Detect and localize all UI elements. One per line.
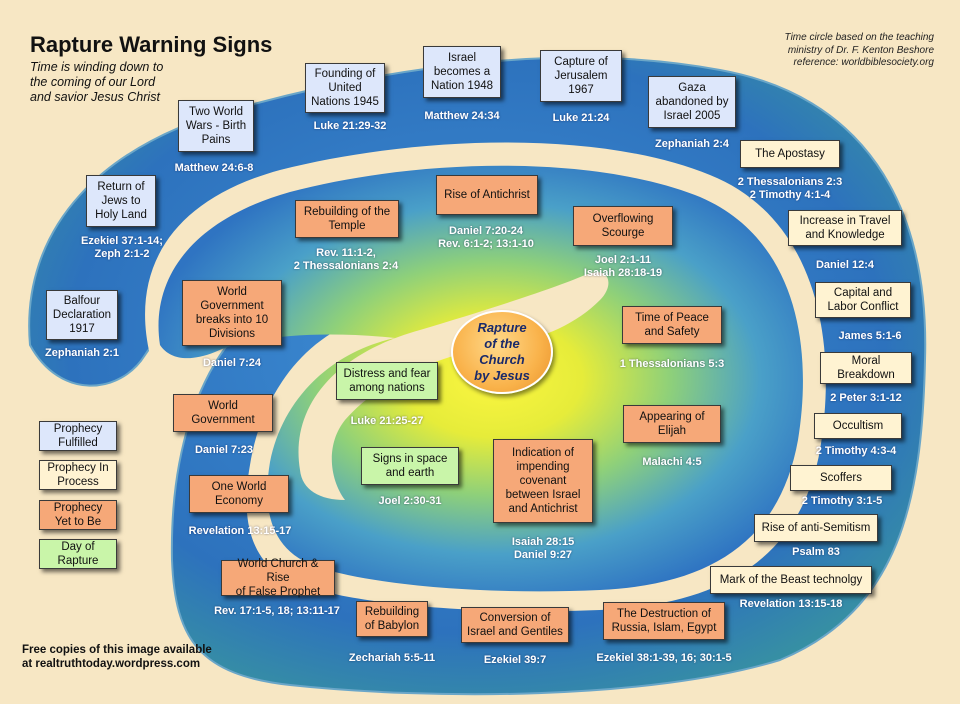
page-subtitle: Time is winding down to the coming of ou… bbox=[30, 60, 164, 104]
rapture-center-label: Rapture of the Church by Jesus bbox=[451, 310, 553, 394]
legend-yet-to-be: Prophecy Yet to Be bbox=[39, 500, 117, 530]
event-box: Two World Wars - Birth Pains bbox=[178, 100, 254, 152]
event-box: The Apostasy bbox=[740, 140, 840, 168]
event-reference: Ezekiel 37:1-14; Zeph 2:1-2 bbox=[81, 235, 163, 260]
event-reference: Matthew 24:6-8 bbox=[174, 162, 254, 174]
legend-day-of-rapture: Day of Rapture bbox=[39, 539, 117, 569]
event-box: World Government bbox=[173, 394, 273, 432]
event-box: Rebuilding of the Temple bbox=[295, 200, 399, 238]
event-box: World Government breaks into 10 Division… bbox=[182, 280, 282, 346]
event-reference: Ezekiel 39:7 bbox=[483, 654, 547, 666]
event-reference: Zephaniah 2:1 bbox=[45, 347, 119, 359]
event-box: Occultism bbox=[814, 413, 902, 439]
legend-fulfilled: Prophecy Fulfilled bbox=[39, 421, 117, 451]
event-box: Scoffers bbox=[790, 465, 892, 491]
event-reference: Luke 21:25-27 bbox=[350, 415, 424, 427]
event-reference: Zephaniah 2:4 bbox=[655, 138, 729, 150]
event-reference: Malachi 4:5 bbox=[642, 456, 702, 468]
event-reference: Rev. 17:1-5, 18; 13:11-17 bbox=[214, 605, 340, 617]
event-reference: Isaiah 28:15 Daniel 9:27 bbox=[511, 536, 575, 561]
event-box: Distress and fear among nations bbox=[336, 362, 438, 400]
event-reference: Luke 21:29-32 bbox=[313, 120, 387, 132]
event-box: The Destruction of Russia, Islam, Egypt bbox=[603, 602, 725, 640]
event-box: Rebuilding of Babylon bbox=[356, 601, 428, 637]
event-reference: Revelation 13:15-18 bbox=[739, 598, 843, 610]
footer-note: Free copies of this image available at r… bbox=[22, 644, 212, 670]
event-box: Return of Jews to Holy Land bbox=[86, 175, 156, 227]
event-reference: 2 Peter 3:1-12 bbox=[830, 392, 902, 404]
event-box: One World Economy bbox=[189, 475, 289, 513]
event-box: Rise of Antichrist bbox=[436, 175, 538, 215]
event-reference: Joel 2:1-11 Isaiah 28:18-19 bbox=[583, 254, 663, 279]
event-reference: Ezekiel 38:1-39, 16; 30:1-5 bbox=[596, 652, 732, 664]
event-reference: Psalm 83 bbox=[792, 546, 840, 558]
event-reference: Daniel 7:23 bbox=[194, 444, 254, 456]
legend-in-process: Prophecy In Process bbox=[39, 460, 117, 490]
event-reference: Daniel 7:24 bbox=[202, 357, 262, 369]
event-box: Overflowing Scourge bbox=[573, 206, 673, 246]
event-box: Gaza abandoned by Israel 2005 bbox=[648, 76, 736, 128]
event-box: Capture of Jerusalem 1967 bbox=[540, 50, 622, 102]
event-box: Indication of impending covenant between… bbox=[493, 439, 593, 523]
event-box: Israel becomes a Nation 1948 bbox=[423, 46, 501, 98]
event-reference: Matthew 24:34 bbox=[424, 110, 500, 122]
event-box: Mark of the Beast technolgy bbox=[710, 566, 872, 594]
event-reference: Luke 21:24 bbox=[552, 112, 610, 124]
event-reference: Daniel 7:20-24 Rev. 6:1-2; 13:1-10 bbox=[438, 225, 534, 250]
event-box: Signs in space and earth bbox=[361, 447, 459, 485]
event-box: Rise of anti-Semitism bbox=[754, 514, 878, 542]
event-box: World Church & Rise of False Prophet bbox=[221, 558, 335, 598]
event-box: Founding of United Nations 1945 bbox=[305, 63, 385, 113]
event-box: Balfour Declaration 1917 bbox=[46, 290, 118, 340]
event-reference: 2 Thessalonians 2:3 2 Timothy 4:1-4 bbox=[737, 176, 843, 201]
event-box: Appearing of Elijah bbox=[623, 405, 721, 443]
event-box: Increase in Travel and Knowledge bbox=[788, 210, 902, 246]
event-box: Time of Peace and Safety bbox=[622, 306, 722, 344]
page-title: Rapture Warning Signs bbox=[30, 32, 273, 57]
event-reference: James 5:1-6 bbox=[838, 330, 902, 342]
event-box: Moral Breakdown bbox=[820, 352, 912, 384]
event-reference: Zechariah 5:5-11 bbox=[348, 652, 436, 664]
event-reference: Rev. 11:1-2, 2 Thessalonians 2:4 bbox=[293, 247, 399, 272]
event-box: Conversion of Israel and Gentiles bbox=[461, 607, 569, 643]
event-box: Capital and Labor Conflict bbox=[815, 282, 911, 318]
credit-note: Time circle based on the teaching minist… bbox=[784, 32, 934, 68]
event-reference: Daniel 12:4 bbox=[815, 259, 875, 271]
event-reference: Revelation 13:15-17 bbox=[188, 525, 292, 537]
event-reference: Joel 2:30-31 bbox=[378, 495, 442, 507]
event-reference: 2 Timothy 3:1-5 bbox=[801, 495, 883, 507]
event-reference: 2 Timothy 4:3-4 bbox=[815, 445, 897, 457]
event-reference: 1 Thessalonians 5:3 bbox=[619, 358, 725, 370]
